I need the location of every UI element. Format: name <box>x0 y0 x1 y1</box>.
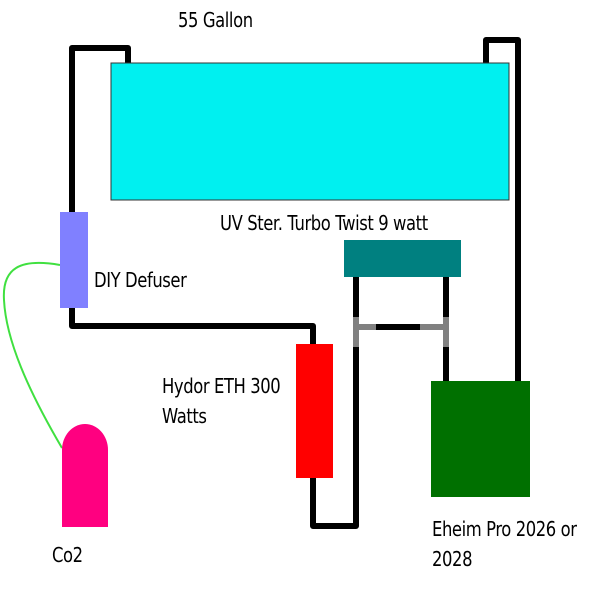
defuser-label: DIY Defuser <box>94 268 187 292</box>
tank-intake-tube <box>69 45 131 215</box>
defuser-to-heater-tube <box>69 305 316 347</box>
uv-sterilizer-label: UV Ster. Turbo Twist 9 watt <box>220 211 428 235</box>
co2-line <box>2 261 63 449</box>
heater-body <box>296 344 333 478</box>
uv-sterilizer-body <box>344 240 461 277</box>
left-tee-fitting <box>353 317 376 347</box>
filter-label-line2: 2028 <box>432 547 473 571</box>
heater-to-tee-tube <box>310 344 359 529</box>
tee-fittings <box>353 317 449 347</box>
filter-body <box>431 381 530 497</box>
heater-label-line2: Watts <box>162 404 207 428</box>
co2-label: Co2 <box>52 543 83 567</box>
co2-tank-body <box>62 424 108 527</box>
heater-label-line1: Hydor ETH 300 <box>162 374 281 398</box>
right-tee-fitting <box>420 317 449 347</box>
tank-body <box>110 62 510 201</box>
tank-label: 55 Gallon <box>178 8 253 32</box>
filter-label-line1: Eheim Pro 2026 or <box>432 517 577 541</box>
defuser-body <box>60 212 88 308</box>
